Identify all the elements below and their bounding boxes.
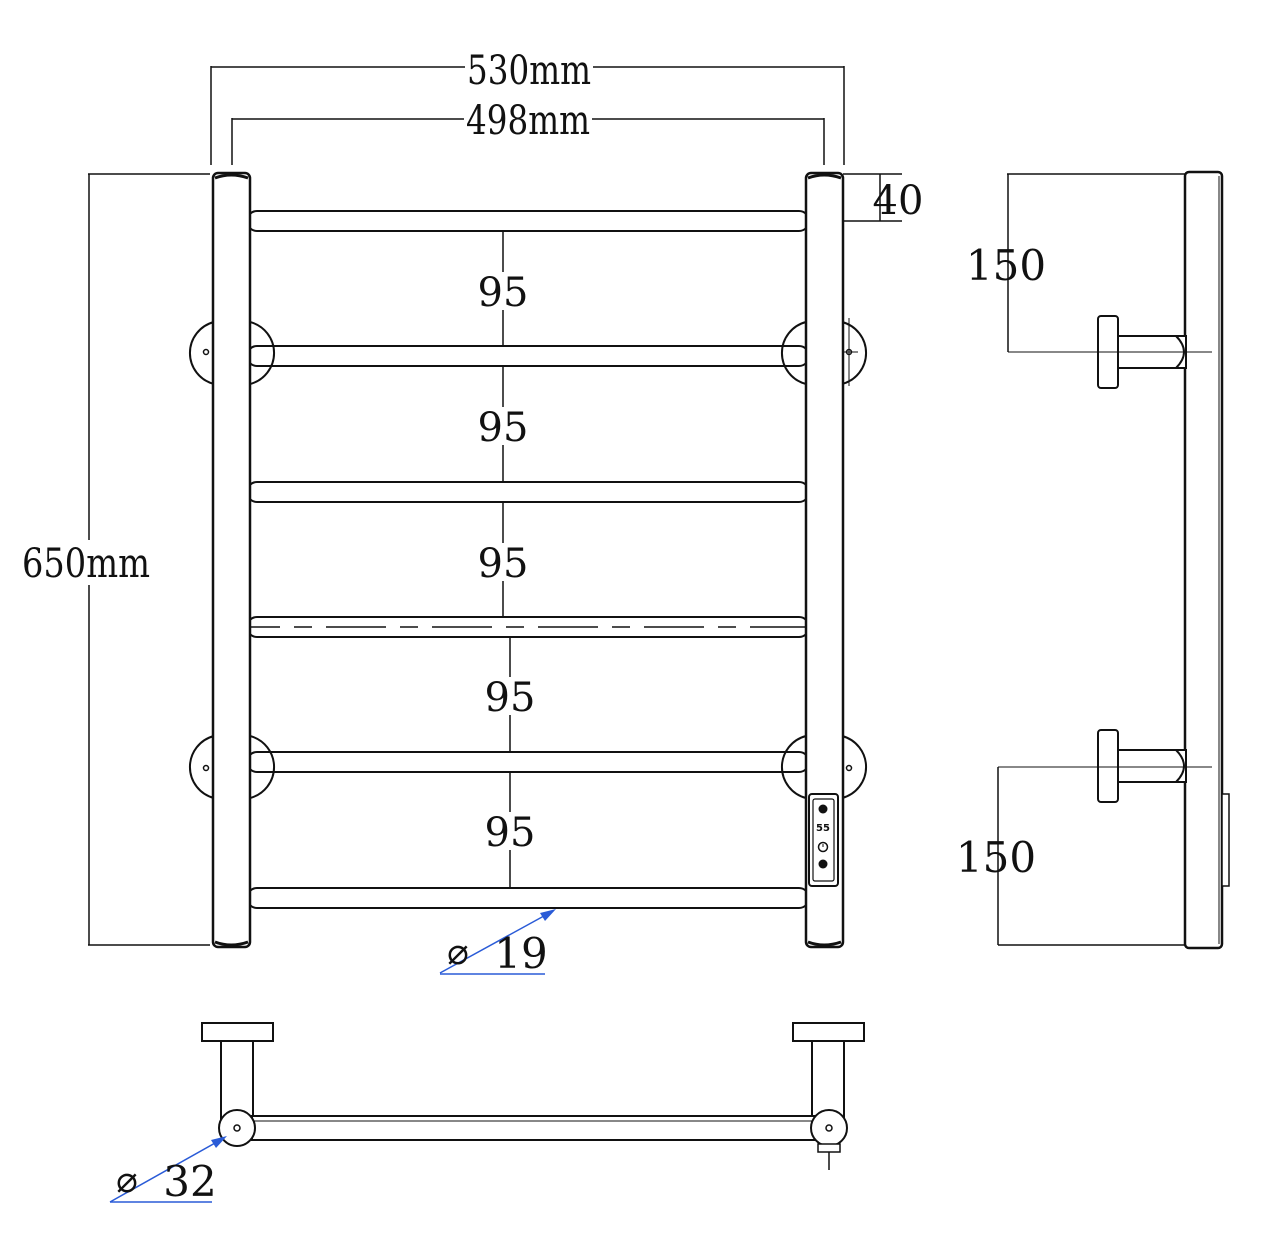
- rail-diameter-leader: [439, 909, 556, 975]
- control-display: 55: [816, 823, 830, 834]
- top-offset-label: 40: [873, 178, 924, 224]
- bottom-bracket-distance-label: 150: [956, 833, 1036, 882]
- post-diameter-label: 32: [163, 1157, 216, 1206]
- side-view: 150 150: [956, 170, 1230, 950]
- side-bracket-bottom: [1097, 729, 1187, 803]
- power-button-icon: [818, 804, 828, 814]
- top-bracket-distance-label: 150: [966, 241, 1046, 290]
- center-width-label: 498mm: [466, 98, 590, 144]
- side-control-box: [1221, 793, 1230, 887]
- front-view: 55 95 95 95 95 95: [22, 48, 923, 978]
- rail-5: [246, 751, 810, 773]
- post-left: [211, 171, 252, 949]
- spacing-label-1: 95: [478, 270, 529, 316]
- center-width-dimension: [231, 118, 825, 165]
- overall-height-label: 650mm: [22, 541, 150, 587]
- overall-width-dimension: [210, 66, 845, 165]
- wall-plate-right: [792, 1022, 865, 1042]
- bracket-bottom-right: [841, 734, 868, 800]
- wall-brackets: [188, 318, 868, 800]
- bracket-top-right: [841, 320, 868, 386]
- side-post: [1183, 170, 1224, 950]
- spacing-labels: 95 95 95 95 95: [476, 270, 537, 856]
- top-offset-dimension: [843, 173, 902, 222]
- rail-1: [246, 210, 810, 232]
- rail-2: [246, 345, 810, 367]
- rail-3: [246, 481, 810, 503]
- posts: [211, 171, 845, 949]
- diameter-symbol-post: ⌀: [116, 1160, 138, 1201]
- bracket-top-left: [188, 320, 215, 386]
- top-view: [109, 1022, 865, 1203]
- overall-width-label: 530mm: [467, 48, 591, 94]
- post-right: [804, 171, 845, 949]
- bracket-bottom-left: [188, 734, 215, 800]
- top-view-rail: [251, 1115, 819, 1141]
- spacing-label-4: 95: [485, 675, 536, 721]
- overall-height-dimension: [88, 173, 210, 946]
- spacing-label-2: 95: [478, 405, 529, 451]
- diameter-symbol-rail: ⌀: [447, 932, 469, 973]
- mode-button-icon: [818, 859, 828, 869]
- spacing-label-5: 95: [485, 810, 536, 856]
- rail-diameter-label: 19: [494, 929, 547, 978]
- spacing-label-3: 95: [478, 541, 529, 587]
- rail-6: [246, 887, 810, 909]
- bottom-bracket-dimension: [997, 767, 1185, 946]
- control-panel: 55: [808, 793, 839, 887]
- wall-plate-left: [201, 1022, 274, 1042]
- top-bracket-dimension: [1007, 173, 1185, 352]
